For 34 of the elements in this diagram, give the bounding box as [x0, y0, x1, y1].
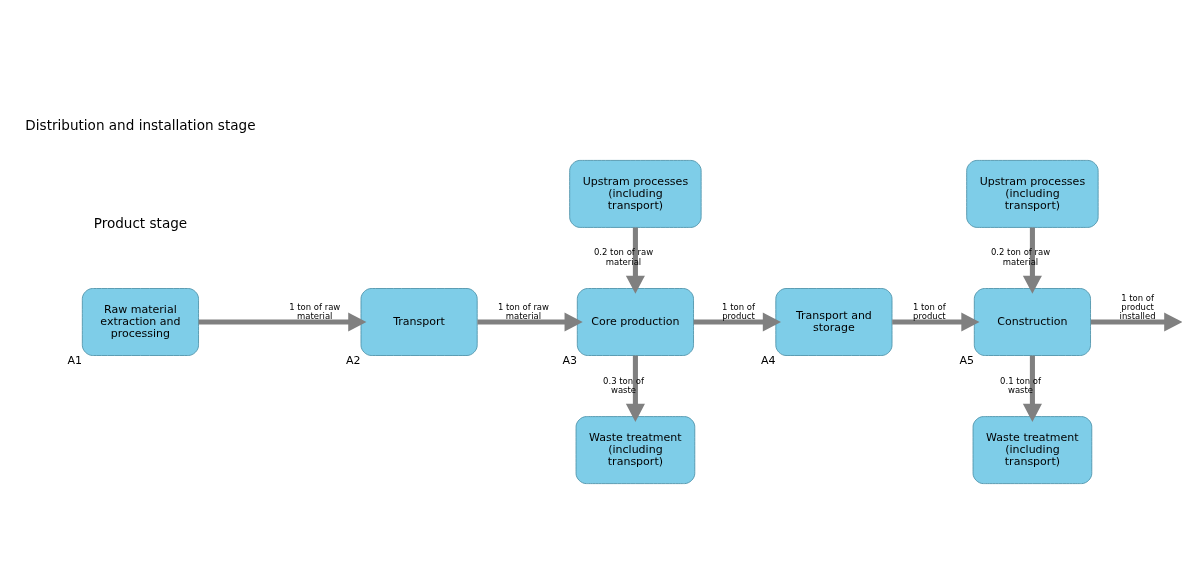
edge-label: 1 ton of raw material [497, 302, 549, 322]
label: Distribution and installation stage [25, 117, 256, 134]
arrow [1022, 355, 1042, 422]
node-box: Core production [576, 288, 694, 356]
arrow [198, 312, 367, 332]
edge-label: 0.3 ton of waste [603, 375, 644, 395]
node-label: A5 [959, 354, 974, 368]
node-label: A4 [760, 354, 776, 368]
node-label: A1 [67, 354, 82, 368]
edge-label: 1 ton of product [722, 302, 755, 322]
node-box: Waste treatment (including transport) [575, 416, 696, 485]
label: Product stage [93, 214, 188, 231]
edge-label: 1 ton of product [912, 302, 946, 322]
arrow [625, 355, 645, 422]
edge-label: 1 ton of raw material [289, 302, 341, 322]
node-box: Upstram processes (including transport) [569, 160, 702, 228]
edge-label: 0.1 ton of waste [1000, 375, 1041, 395]
node-box: Upstram processes (including transport) [966, 160, 1099, 228]
arrow [1090, 312, 1182, 332]
arrow [1022, 227, 1042, 294]
arrow [625, 227, 645, 294]
arrow [892, 312, 980, 332]
edge-label: 0.2 ton of raw material [990, 247, 1051, 267]
node-box: Construction [973, 288, 1091, 356]
edge-label: 1 ton of product installed [1119, 292, 1156, 322]
arrow [477, 312, 583, 332]
node-box: Transport [360, 288, 478, 356]
node-label: A2 [346, 354, 361, 368]
node-label: A3 [562, 354, 577, 368]
node-box: Waste treatment (including transport) [972, 416, 1093, 485]
edge-label: 0.2 ton of raw material [593, 247, 654, 267]
arrow [693, 312, 781, 332]
node-box: Raw material extraction and processing [81, 288, 199, 356]
node-box: Transport and storage [775, 288, 893, 356]
